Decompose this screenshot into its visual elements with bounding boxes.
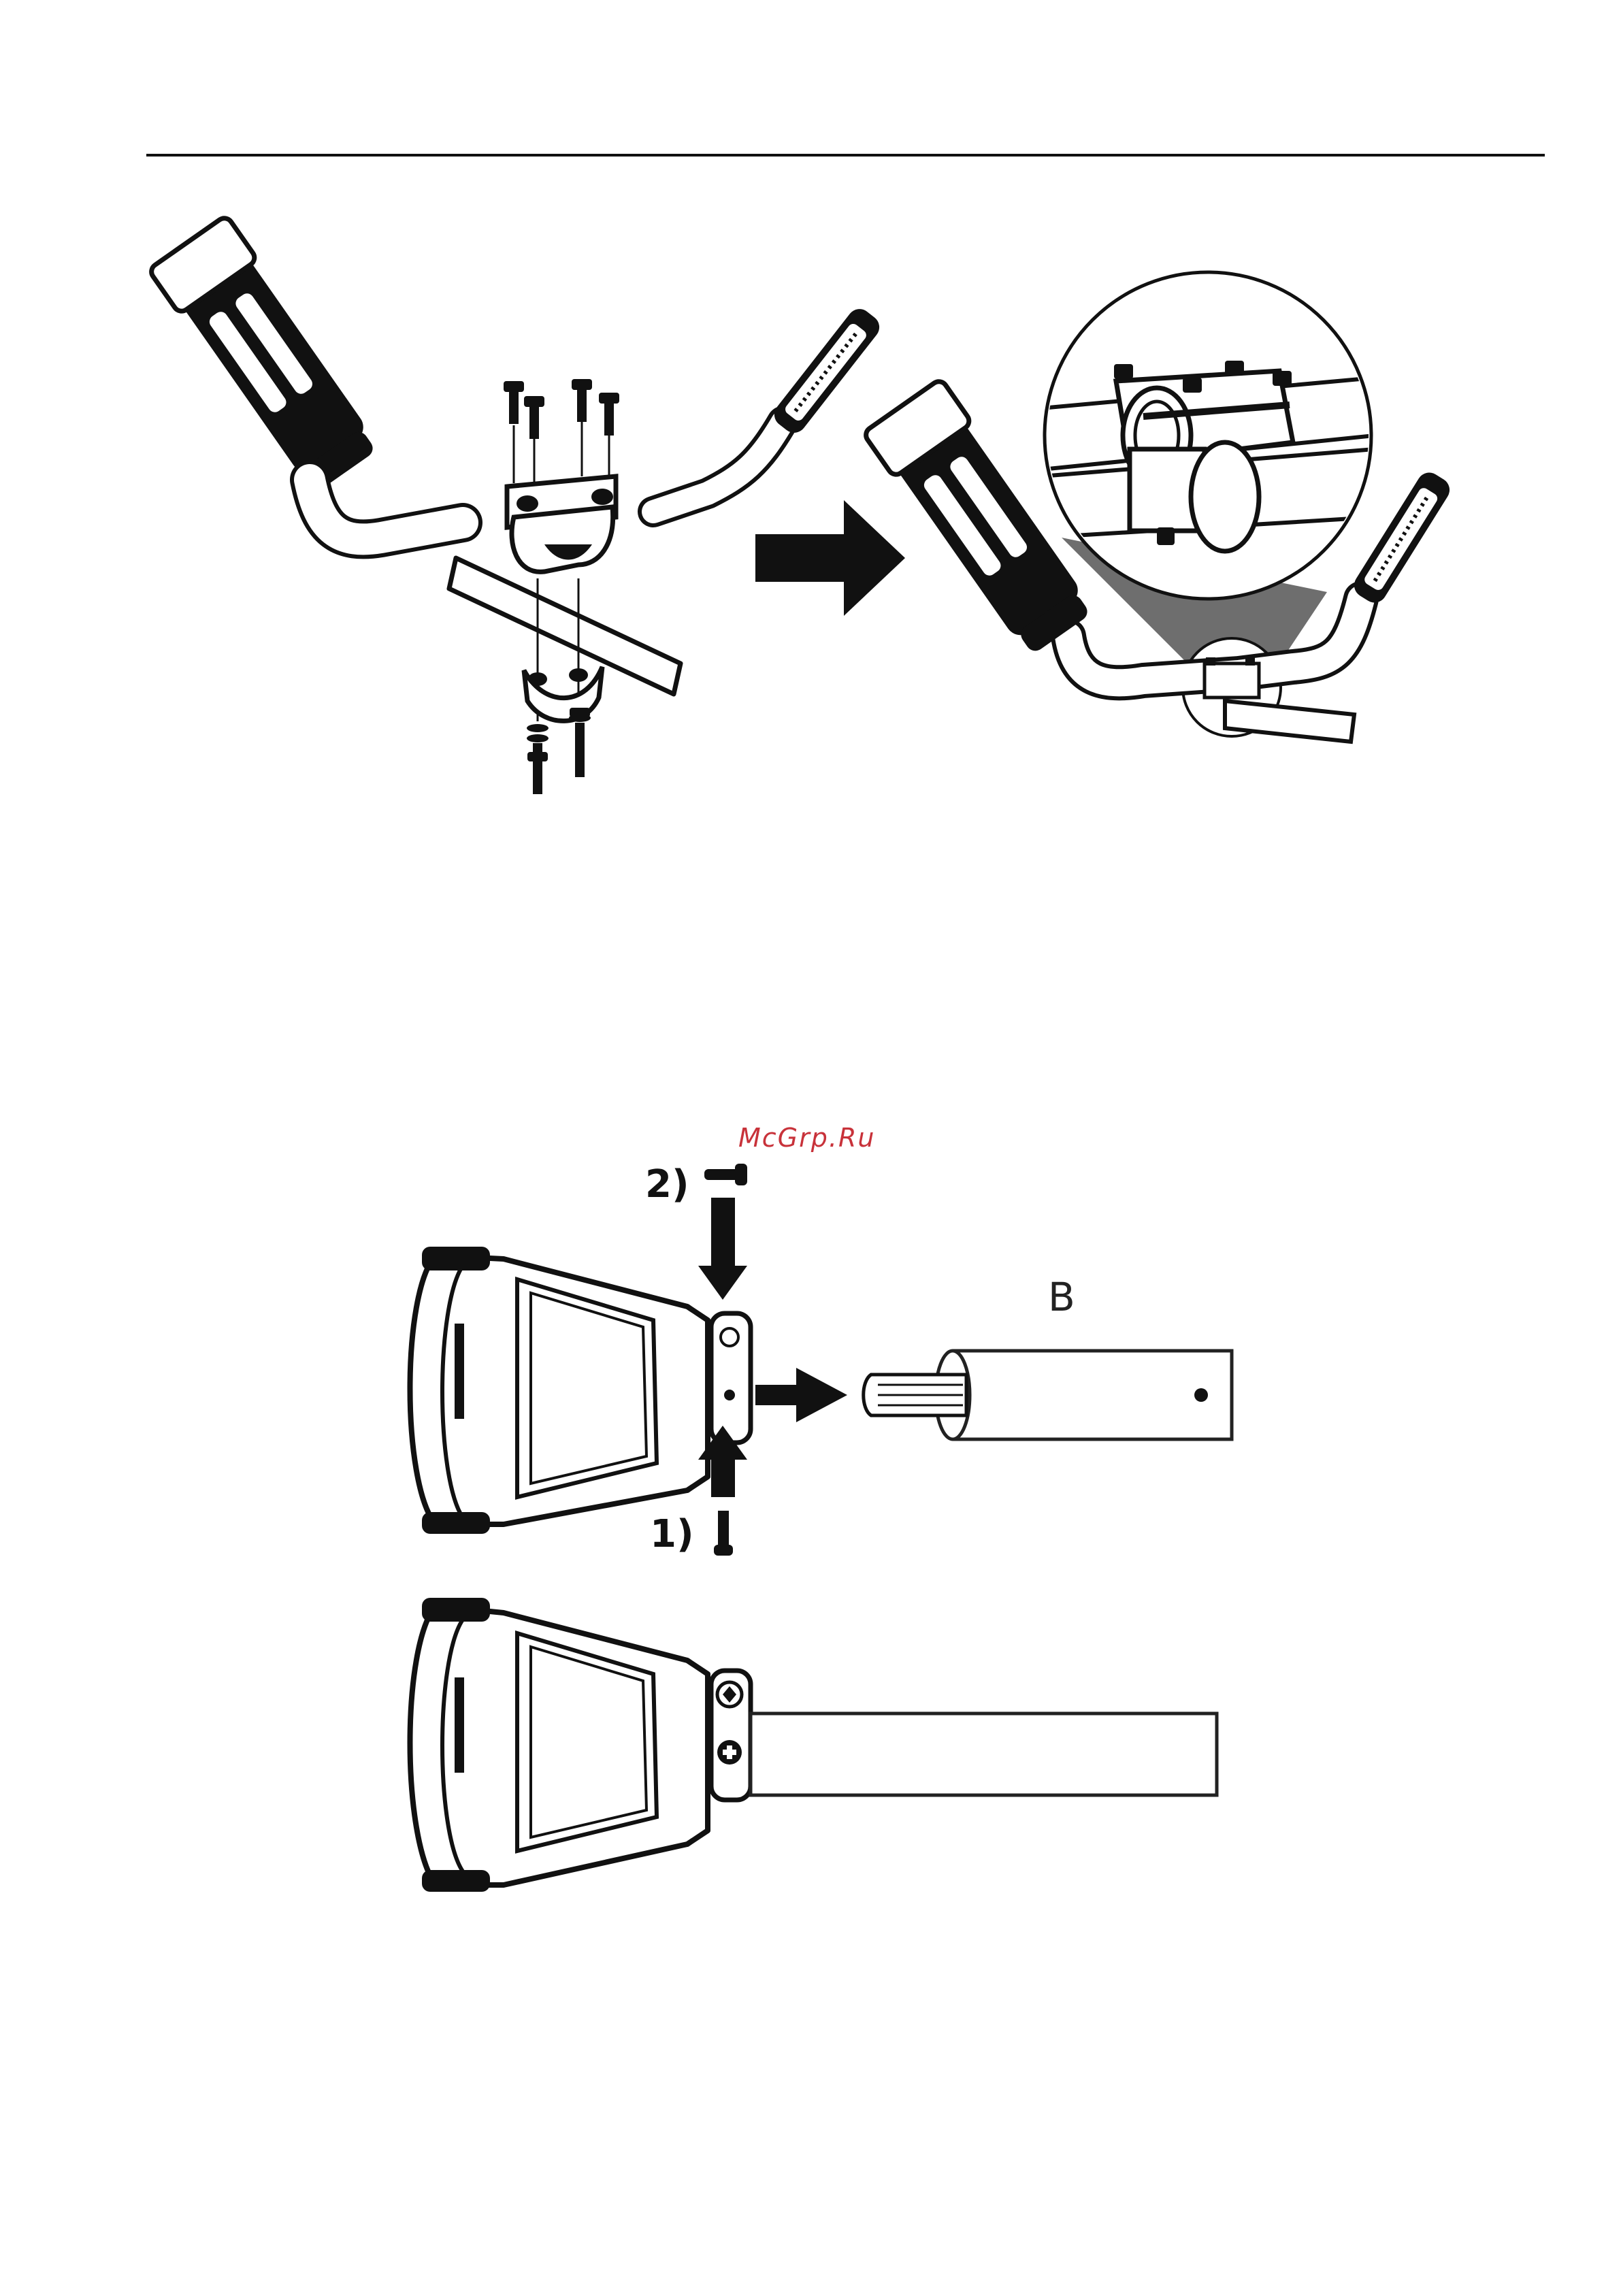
label-part-b: B xyxy=(1048,1274,1075,1320)
watermark: McGrp.Ru xyxy=(738,1123,875,1153)
direction-arrow xyxy=(755,500,905,616)
motor-housing-assembled xyxy=(410,1598,1217,1892)
shaft-b xyxy=(864,1351,1232,1439)
label-step-2: 2) xyxy=(645,1162,689,1207)
motor-housing-exploded xyxy=(410,1164,1232,1556)
lower-clamp xyxy=(524,667,602,721)
left-grip xyxy=(148,215,387,498)
shaft-b-assembled xyxy=(751,1713,1217,1795)
screw-2 xyxy=(698,1164,747,1300)
right-grip xyxy=(653,304,884,512)
top-bolts xyxy=(504,379,619,439)
upper-clamp xyxy=(507,476,616,572)
handlebar-assembled-view xyxy=(863,272,1454,742)
label-step-1: 1) xyxy=(650,1512,694,1556)
handlebar-exploded-view xyxy=(148,215,884,794)
